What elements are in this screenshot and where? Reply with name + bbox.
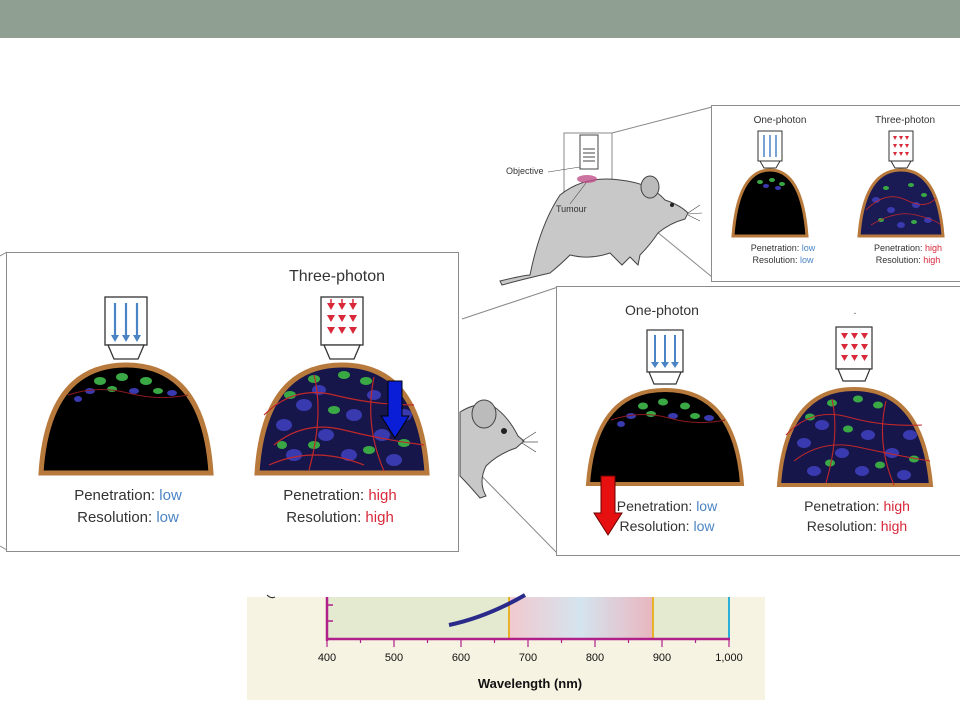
axis-tick-label: 900: [652, 652, 672, 664]
wavelength-axis-label: Wavelength (nm): [477, 676, 583, 691]
wavelength-axis-figure: [247, 593, 765, 700]
axis-tick-label: 600: [451, 652, 471, 664]
top-bar: [0, 0, 960, 38]
small-one-photon-stats: Penetration: low Resolution: low: [750, 243, 816, 265]
mouse-schematic: [499, 106, 713, 286]
right-one-photon-title: One-photon: [625, 302, 699, 318]
axis-tick-label: 1,000: [715, 652, 743, 664]
red-down-arrow-icon: [593, 475, 623, 536]
right-three-photon-stats: Penetration: high Resolution: high: [804, 498, 910, 534]
mouse-head-illustration: [459, 286, 559, 555]
axis-tick-label: 700: [518, 652, 538, 664]
small-one-photon-title: One-photon: [753, 115, 807, 126]
left-one-photon-illustration: [38, 296, 214, 476]
right-one-photon-illustration: [585, 329, 745, 486]
left-three-photon-title: Three-photon: [288, 268, 386, 285]
small-one-photon-illustration: [731, 130, 809, 238]
axis-tick-label: 400: [317, 652, 337, 664]
tumour-label: Tumour: [556, 204, 587, 214]
objective-label: Objective: [506, 166, 544, 176]
left-one-photon-stats: Penetration: low Resolution: low: [74, 487, 182, 526]
left-three-photon-stats: Penetration: high Resolution: high: [283, 487, 397, 526]
wavelength-tick-labels: 400 500 600 700 800 900 1,000: [247, 652, 765, 668]
right-stray-mark: .: [853, 306, 857, 317]
small-three-photon-title: Three-photon: [874, 115, 936, 126]
blue-down-arrow-icon: [380, 380, 410, 439]
axis-tick-label: 500: [384, 652, 404, 664]
right-one-photon-stats: Penetration: low Resolution: low: [616, 498, 718, 534]
left-panel-edge: [0, 251, 8, 551]
axis-tick-label: 800: [585, 652, 605, 664]
left-three-photon-illustration: [254, 296, 430, 476]
small-three-photon-stats: Penetration: high Resolution: high: [873, 243, 943, 265]
right-three-photon-illustration: [776, 326, 934, 487]
small-three-photon-illustration: [857, 130, 945, 238]
